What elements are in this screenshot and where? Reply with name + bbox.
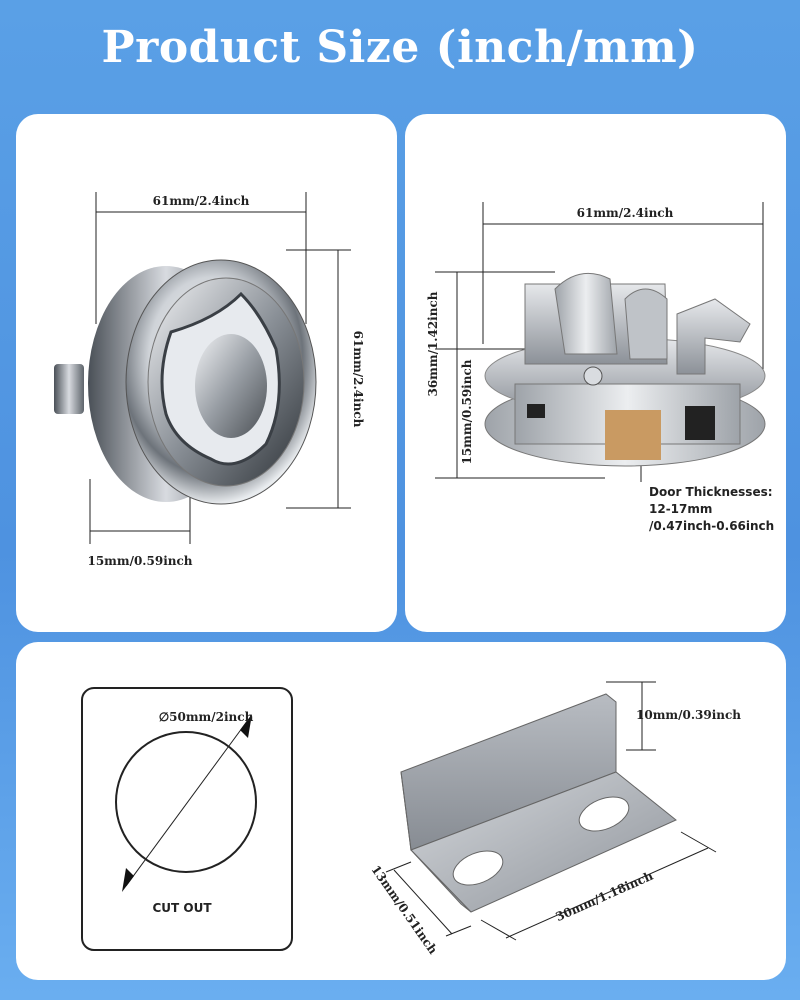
side-base-height-label: 15mm/0.59inch [460,359,474,464]
front-height-label: 61mm/2.4inch [351,331,365,428]
door-thickness-mm: 12-17mm [649,502,712,516]
latch-pawl [676,298,751,375]
side-view-panel: 61mm/2.4inch 36mm/1.42inch 15mm/0.59inch… [405,114,786,632]
page-title: Product Size (inch/mm) [101,22,699,73]
front-depth-label: 15mm/0.59inch [87,554,192,568]
side-total-height-label: 36mm/1.42inch [426,291,440,396]
latch-tab [54,364,84,414]
side-view-drawing: 61mm/2.4inch 36mm/1.42inch 15mm/0.59inch… [426,202,774,533]
front-view-drawing: 61mm/2.4inch 61mm/2.4inch 15mm/0.59inch [54,192,365,568]
door-thickness-title: Door Thicknesses: [649,485,773,499]
cutout-circle [115,731,257,873]
cutout-bracket-drawing: ∅50mm/2inch CUT OUT 10mm/0.39inch 13mm/0… [81,681,741,957]
cutout-frame [81,687,293,951]
door-wood-sample [605,410,661,460]
front-view-panel: 61mm/2.4inch 61mm/2.4inch 15mm/0.59inch [16,114,397,632]
bracket-length-label: 30mm/1.18inch [554,868,656,924]
diameter-label: ∅50mm/2inch [159,710,254,724]
cutout-bracket-panel: ∅50mm/2inch CUT OUT 10mm/0.39inch 13mm/0… [16,642,786,980]
door-thickness-inch: /0.47inch-0.66inch [649,519,774,533]
latch-cam [554,272,618,355]
front-dimension-lines [89,192,351,544]
diameter-line [125,719,249,887]
bracket-height-label: 10mm/0.39inch [636,708,741,722]
side-width-label: 61mm/2.4inch [577,206,674,220]
bracket-dimension-lines [385,681,717,941]
strike-bracket [400,693,677,913]
front-width-label: 61mm/2.4inch [153,194,250,208]
cutout-label: CUT OUT [152,901,212,915]
